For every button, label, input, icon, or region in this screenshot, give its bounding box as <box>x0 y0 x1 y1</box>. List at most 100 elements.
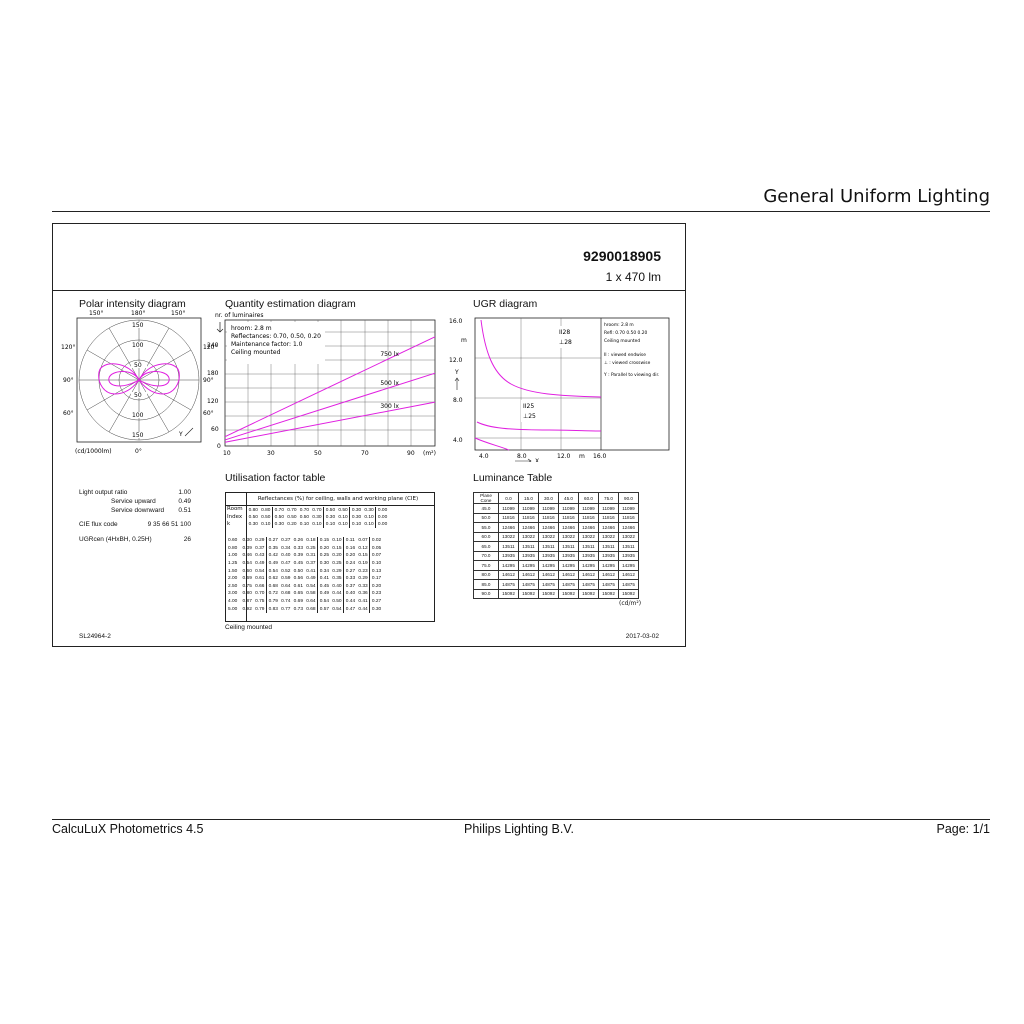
utilisation-cell: 0.33 <box>345 576 356 582</box>
room-index-cell: 5.00 <box>228 606 238 612</box>
reflectance-cell: 0.10 <box>362 521 377 528</box>
luminance-cell: 14295 <box>538 560 559 571</box>
utilisation-cell: 0.34 <box>319 568 330 574</box>
room-index-cell: 2.50 <box>228 583 238 589</box>
luminance-plane-header: 90.0 <box>618 492 639 504</box>
reflectance-cell: 0.30 <box>362 507 377 514</box>
utilisation-cell: 0.36 <box>356 590 371 598</box>
reflectance-cell: 0.10 <box>336 514 351 521</box>
reflectance-cell: 0.10 <box>362 514 377 521</box>
utilisation-cell: 0.39 <box>293 553 303 559</box>
utilisation-cell: 0.41 <box>319 576 330 582</box>
utilisation-cell: 0.07 <box>371 553 382 559</box>
series-label: 750 lx <box>380 351 399 358</box>
utilisation-cell: 0.25 <box>304 544 319 553</box>
utilisation-cell: 0.43 <box>253 552 268 560</box>
luminance-cell: 11816 <box>598 512 619 523</box>
luminance-cell: 14875 <box>538 579 559 590</box>
luminance-cell: 12466 <box>518 522 539 533</box>
utilisation-cell: 0.79 <box>268 599 278 605</box>
room-index-cell: 0.60 <box>228 538 238 544</box>
footer-rule <box>52 819 990 820</box>
utilisation-cell: 0.44 <box>356 605 371 613</box>
luminance-cell: 13511 <box>538 541 559 552</box>
luminance-cell: 11816 <box>578 512 599 523</box>
row-head-line: Index <box>227 513 243 520</box>
ugr-upper-label: ⊥28 <box>559 339 572 346</box>
lamp-flux: 1 x 470 lm <box>605 270 661 284</box>
utilisation-cell: 0.30 <box>319 561 330 567</box>
luminance-plane-header: 75.0 <box>598 492 619 504</box>
ugr-cen-label: UGRcen (4HxBH, 0.25H) <box>79 536 152 543</box>
utilisation-cell: 0.68 <box>281 591 291 597</box>
service-downward-label: Service downward <box>111 507 165 514</box>
utilisation-cell: 0.35 <box>330 574 345 583</box>
utilisation-cell: 0.20 <box>319 545 330 551</box>
utilisation-table: Reflectances (%) for ceiling, walls and … <box>225 492 435 622</box>
polar-diagram: 150° 180° 150° 150 100 50 50 100 150 <box>61 310 217 455</box>
luminance-cell: 14612 <box>518 569 539 580</box>
utilisation-cell: 0.05 <box>371 545 382 551</box>
utilisation-cell: 0.27 <box>345 568 356 574</box>
luminance-cell: 14295 <box>618 560 639 571</box>
utilisation-cell: 0.15 <box>319 538 330 544</box>
polar-top-label: 180° <box>131 310 145 317</box>
light-output-ratio-value: 1.00 <box>178 489 191 496</box>
luminance-cell: 15092 <box>598 588 619 599</box>
luminance-cell: 11099 <box>538 503 559 514</box>
utilisation-title: Utilisation factor table <box>225 472 326 484</box>
ugr-info-line: Y : Parallel to viewing dir. <box>603 372 659 378</box>
luminance-cell: 11099 <box>518 503 539 514</box>
series-line <box>224 336 436 438</box>
luminance-cell: 13511 <box>518 541 539 552</box>
utilisation-cell: 0.20 <box>330 552 345 560</box>
room-index-cell: 1.50 <box>228 568 238 574</box>
polar-unit: (cd/1000lm) <box>75 448 112 455</box>
utilisation-cell: 0.39 <box>242 545 252 551</box>
footer-software: CalcuLuX Photometrics 4.5 <box>52 822 204 836</box>
utilisation-cell: 0.26 <box>293 538 303 544</box>
series-line <box>224 401 436 443</box>
polar-ring-label: 150 <box>132 432 144 439</box>
polar-ring-label: 50 <box>134 362 142 369</box>
ugr-x-axis: X <box>535 458 539 462</box>
polar-title: Polar intensity diagram <box>79 298 186 310</box>
utilisation-cell: 0.35 <box>268 545 278 551</box>
luminance-cell: 11099 <box>498 503 519 514</box>
reflectance-cell: 0.70 <box>299 508 310 513</box>
footer-page: Page: 1/1 <box>936 822 990 836</box>
luminance-cell: 14612 <box>558 569 579 580</box>
utilisation-cell: 0.29 <box>356 574 371 583</box>
luminance-cell: 12466 <box>498 522 519 533</box>
document-date: 2017-03-02 <box>625 633 659 640</box>
polar-top-label: 150° <box>171 310 185 317</box>
utilisation-cell: 0.47 <box>281 561 291 567</box>
polar-bottom-angle: 0° <box>135 448 142 455</box>
ugr-info-line: Refl: 0.70 0.50 0.20 <box>604 330 648 336</box>
utilisation-cell: 0.61 <box>253 574 268 583</box>
series-line <box>224 372 436 441</box>
reflectance-cell: 0.00 <box>377 515 388 520</box>
utilisation-cell: 0.16 <box>345 545 356 551</box>
ugr-y-unit: m <box>461 337 467 344</box>
light-output-ratio-label: Light output ratio <box>79 489 128 496</box>
luminance-cell: 12466 <box>618 522 639 533</box>
luminance-unit: (cd/m²) <box>619 600 642 607</box>
ugr-xtick: 4.0 <box>479 453 489 460</box>
reflectance-cell: 0.80 <box>248 508 258 513</box>
quantity-diagram: nr. of luminaires hroom: 2.8 m Reflectan… <box>207 312 436 457</box>
utilisation-cell: 0.33 <box>293 545 303 551</box>
luminance-plane-header: 45.0 <box>558 492 579 504</box>
document-title: General Uniform Lighting <box>763 186 990 207</box>
utilisation-cell: 0.27 <box>371 599 382 605</box>
luminance-cell: 14612 <box>598 569 619 580</box>
reflectance-cell: 0.70 <box>310 507 325 514</box>
luminance-cell: 15092 <box>538 588 559 599</box>
luminance-cell: 13511 <box>578 541 599 552</box>
luminance-cone-cell: 75.0 <box>473 560 499 571</box>
